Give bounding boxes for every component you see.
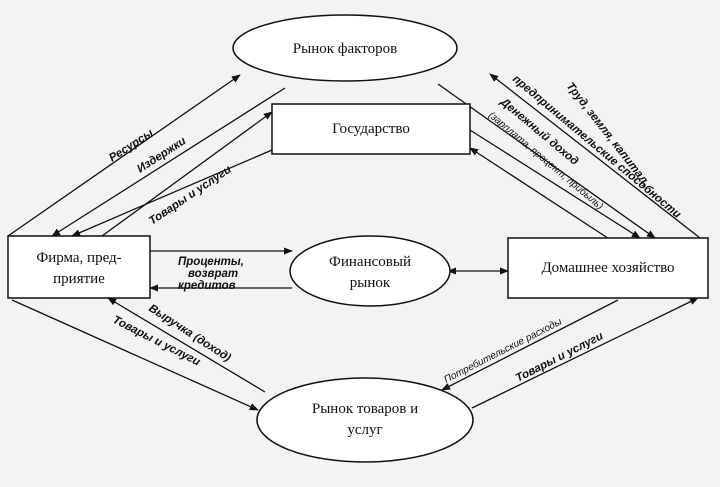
label-interest-line1: Проценты, [178, 256, 244, 268]
factor-market-label: Рынок факторов [293, 41, 397, 57]
edge-household-to-goods [441, 299, 619, 391]
edge-firm-to-goods [11, 299, 259, 411]
edge-money-income [437, 83, 656, 239]
label-goods-from-firm: Товары и услуги [111, 314, 202, 368]
financial-label-line1: Финансовый [329, 254, 411, 270]
financial-label-line2: рынок [350, 275, 391, 291]
edge-gov-to-firm [71, 149, 273, 237]
edge-labor-factors [489, 73, 701, 239]
edge-costs [51, 87, 286, 237]
label-goods-to-gov: Товары и услуги [147, 164, 234, 228]
firm-label-line2: приятие [53, 271, 105, 287]
edge-firm-to-gov [101, 111, 273, 237]
firm-node [7, 235, 151, 299]
label-income-line2: (зарплата, процент, прибыль) [486, 109, 606, 212]
government-label: Государство [332, 121, 410, 137]
edge-goods-to-firm [107, 297, 266, 393]
goods-market-node [256, 377, 474, 463]
label-interest-line3: кредитов [178, 280, 236, 292]
label-consumer-spending: Потребительские расходы [442, 315, 564, 385]
label-interest-line2: возврат [188, 268, 238, 280]
firm-label-line1: Фирма, пред- [36, 250, 121, 266]
government-node [271, 103, 471, 155]
edge-gov-to-household [469, 129, 641, 239]
household-node [507, 237, 709, 299]
goods-market-label-line2: услуг [347, 422, 382, 438]
edge-resources [7, 74, 241, 237]
financial-market-node [289, 235, 451, 307]
edge-household-to-gov [469, 147, 621, 247]
household-label: Домашнее хозяйство [541, 260, 674, 276]
goods-market-label-line1: Рынок товаров и [312, 401, 418, 417]
edge-goods-to-household [471, 297, 699, 409]
factor-market-node [232, 14, 458, 82]
